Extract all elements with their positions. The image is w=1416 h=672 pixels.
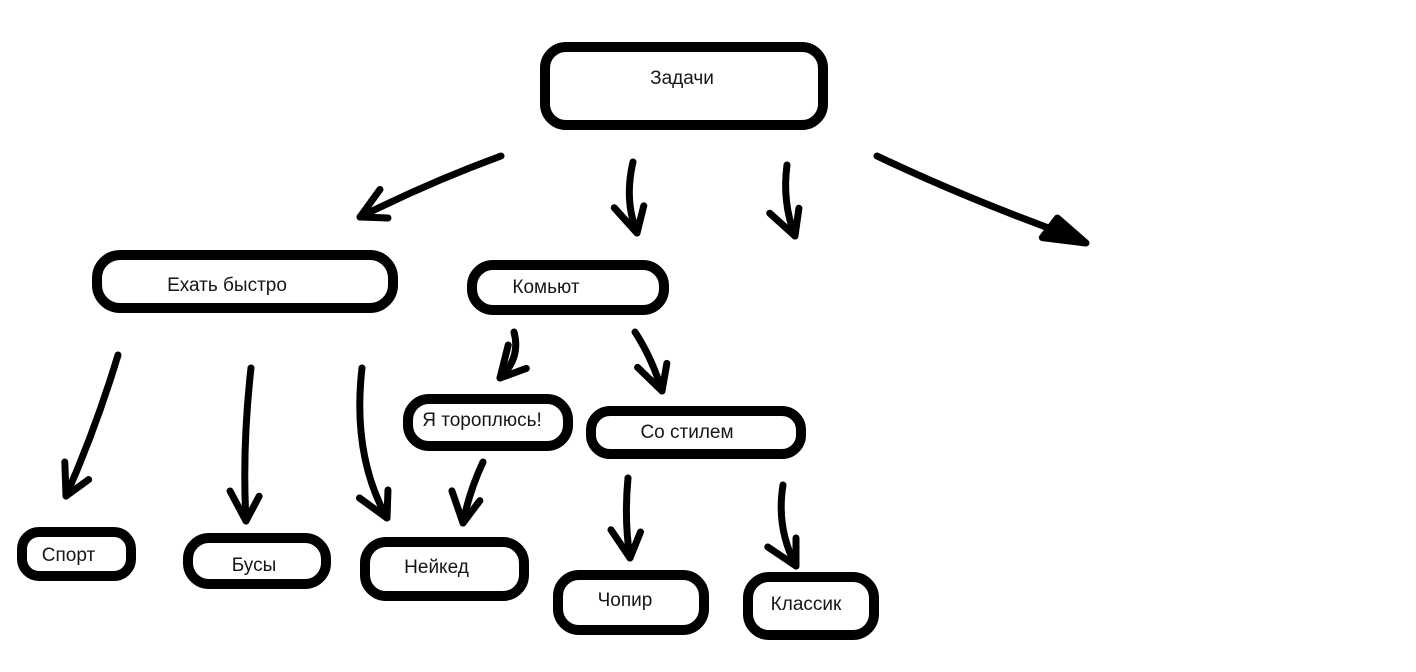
node-so-stilem[interactable]: Со стилем	[586, 406, 806, 459]
arrow-komyut-to-ya-toropljus	[496, 328, 530, 382]
node-label: Нейкед	[404, 556, 469, 578]
node-busy[interactable]: Бусы	[183, 533, 331, 589]
arrow-so-stilem-to-chopir	[607, 474, 644, 562]
node-ya-toropljus[interactable]: Я тороплюсь!	[403, 394, 573, 451]
arrow-zadachi-down-right	[766, 161, 803, 240]
arrow-ehat-bystro-to-sport	[61, 351, 122, 500]
node-klassik[interactable]: Классик	[743, 572, 879, 640]
arrow-ehat-bystro-to-busy	[226, 364, 263, 525]
arrow-zadachi-to-ehat-bystro	[356, 152, 505, 222]
node-komyut[interactable]: Комьют	[467, 260, 669, 315]
node-label: Задачи	[650, 67, 714, 89]
arrow-ya-toropljus-to-neyked	[448, 458, 487, 527]
node-chopir[interactable]: Чопир	[553, 570, 709, 635]
node-label: Ехать быстро	[167, 275, 287, 296]
node-label: Бусы	[231, 554, 277, 576]
node-label: Я тороплюсь!	[422, 410, 542, 431]
node-ehat-bystro[interactable]: Ехать быстро	[92, 250, 398, 313]
node-label: Спорт	[41, 544, 96, 566]
arrow-ehat-bystro-to-neyked	[355, 364, 392, 522]
node-label: Классик	[770, 593, 842, 615]
node-zadachi[interactable]: Задачи	[540, 42, 828, 130]
node-label: Со стилем	[640, 422, 734, 443]
arrow-so-stilem-to-klassik	[764, 481, 800, 570]
node-neyked[interactable]: Нейкед	[360, 537, 529, 601]
node-label: Чопир	[597, 590, 653, 611]
arrow-zadachi-far-right	[873, 152, 1090, 247]
arrow-zadachi-to-komyut	[610, 158, 648, 237]
arrow-komyut-to-so-stilem	[631, 328, 671, 395]
node-label: Комьют	[512, 277, 580, 298]
node-sport[interactable]: Спорт	[17, 527, 136, 581]
